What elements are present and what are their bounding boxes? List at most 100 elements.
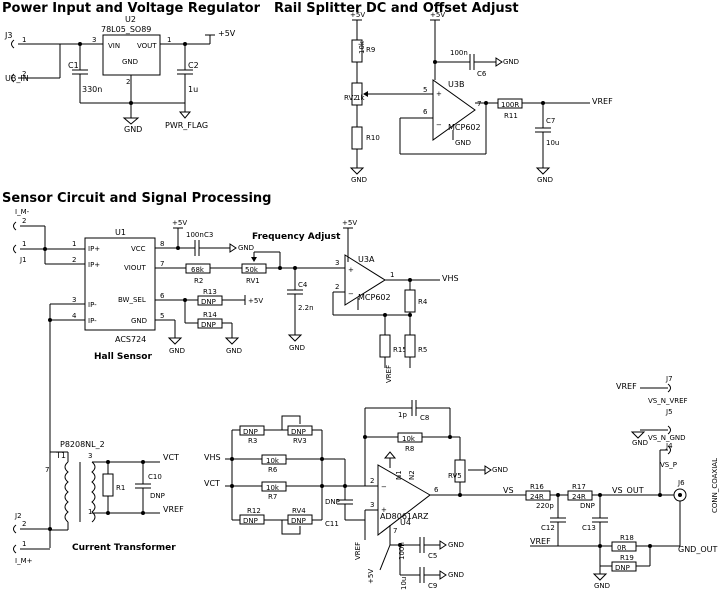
resistor-r10: [351, 126, 363, 150]
svg-text:7: 7: [160, 260, 164, 268]
resistor-r4: [404, 289, 416, 313]
svg-text:DNP: DNP: [291, 428, 306, 436]
svg-text:J1: J1: [19, 256, 27, 264]
svg-text:2: 2: [22, 70, 26, 78]
connector-j3: J3 UB_IN 1 2: [4, 31, 60, 83]
svg-text:DNP: DNP: [580, 502, 595, 510]
svg-text:VCT: VCT: [204, 479, 220, 488]
svg-text:3: 3: [88, 452, 92, 460]
svg-text:U3B: U3B: [448, 80, 464, 89]
svg-text:VHS: VHS: [204, 453, 221, 462]
svg-text:C2: C2: [188, 61, 199, 70]
svg-text:I_M+: I_M+: [15, 557, 33, 565]
svg-text:2: 2: [370, 477, 374, 485]
svg-text:J4: J4: [665, 442, 673, 450]
svg-text:50k: 50k: [245, 266, 259, 274]
power-section: J3 UB_IN 1 2 U2 78L05_SO89 VIN VOUT GND …: [4, 15, 236, 134]
svg-text:1u: 1u: [188, 85, 198, 94]
svg-text:VREF: VREF: [385, 365, 393, 383]
opamp-u4: [377, 464, 431, 537]
label-u2-part: 78L05_SO89: [101, 25, 151, 34]
svg-text:220p: 220p: [536, 502, 554, 510]
svg-text:10u: 10u: [546, 139, 559, 147]
svg-text:+: +: [348, 266, 354, 274]
svg-text:C3: C3: [204, 231, 213, 239]
svg-text:GND: GND: [238, 244, 254, 252]
hall-sensor-u1: [84, 237, 156, 331]
svg-text:R11: R11: [504, 112, 518, 120]
svg-text:GND: GND: [124, 125, 142, 134]
svg-text:R12: R12: [247, 507, 261, 515]
svg-text:R3: R3: [248, 437, 257, 445]
svg-text:DNP: DNP: [615, 564, 630, 572]
label-j3: J3: [4, 31, 12, 40]
svg-text:GND: GND: [503, 58, 519, 66]
svg-text:C11: C11: [325, 520, 339, 528]
svg-text:DNP: DNP: [243, 428, 258, 436]
svg-text:VREF: VREF: [354, 542, 362, 560]
svg-text:+: +: [381, 506, 387, 514]
svg-text:RV5: RV5: [448, 472, 462, 480]
svg-text:1k: 1k: [356, 94, 365, 102]
svg-text:VCC: VCC: [131, 245, 146, 253]
svg-text:N2: N2: [408, 470, 416, 480]
label-u2: U2: [125, 15, 136, 24]
svg-text:R15: R15: [393, 346, 407, 354]
svg-text:DNP: DNP: [201, 298, 216, 306]
svg-text:Hall Sensor: Hall Sensor: [94, 352, 152, 362]
capacitor-c1: C1 330n: [68, 61, 102, 103]
capacitor-c7: C7 10u: [535, 103, 559, 168]
transformer-primary: [64, 461, 69, 523]
label-frequency-adjust: Frequency Adjust: [252, 232, 341, 242]
rail-section: +5V R9 10k RV2 1k R10 GND + − U3B MCP602…: [344, 11, 613, 184]
svg-text:MCP602: MCP602: [448, 123, 481, 132]
svg-text:100R: 100R: [501, 101, 519, 109]
svg-text:1: 1: [22, 36, 26, 44]
svg-text:GND: GND: [537, 176, 553, 184]
resistor-r1: [102, 473, 114, 497]
svg-text:GND: GND: [351, 176, 367, 184]
svg-text:R2: R2: [194, 277, 203, 285]
svg-text:3: 3: [370, 501, 374, 509]
regulator-u2: [102, 34, 161, 76]
svg-text:J6: J6: [677, 479, 685, 487]
svg-text:+5V: +5V: [350, 11, 365, 19]
svg-text:2: 2: [22, 217, 26, 225]
svg-text:10u: 10u: [400, 577, 408, 590]
svg-text:J5: J5: [665, 408, 673, 416]
svg-text:IP+: IP+: [88, 261, 100, 269]
resistor-r18: [611, 541, 637, 552]
svg-text:GND_OUT: GND_OUT: [678, 545, 717, 554]
svg-text:C7: C7: [546, 117, 555, 125]
svg-text:100n: 100n: [398, 542, 406, 560]
svg-text:GND: GND: [448, 541, 464, 549]
svg-text:68k: 68k: [191, 266, 205, 274]
svg-text:C4: C4: [298, 281, 308, 289]
svg-text:1: 1: [22, 540, 26, 548]
svg-text:C10: C10: [148, 473, 162, 481]
svg-text:R7: R7: [268, 493, 277, 501]
svg-text:R5: R5: [418, 346, 427, 354]
svg-text:VOUT: VOUT: [137, 42, 157, 50]
svg-text:DNP: DNP: [201, 321, 216, 329]
svg-text:N1: N1: [395, 470, 403, 480]
svg-text:24R: 24R: [572, 493, 586, 501]
title-sensor: Sensor Circuit and Signal Processing: [2, 191, 271, 206]
svg-text:Current Transformer: Current Transformer: [72, 543, 176, 553]
svg-text:1: 1: [22, 240, 26, 248]
svg-text:AD8061ARZ: AD8061ARZ: [380, 512, 429, 521]
svg-text:7: 7: [45, 466, 49, 474]
svg-text:DNP: DNP: [325, 498, 340, 506]
svg-text:U3A: U3A: [358, 255, 375, 264]
svg-text:CONN_COAXIAL: CONN_COAXIAL: [711, 458, 719, 513]
svg-text:GND: GND: [131, 317, 147, 325]
svg-text:DNP: DNP: [150, 492, 165, 500]
svg-text:2: 2: [335, 283, 339, 291]
svg-text:MCP602: MCP602: [358, 293, 391, 302]
svg-text:C6: C6: [477, 70, 487, 78]
svg-text:VS_N_VREF: VS_N_VREF: [648, 397, 688, 405]
svg-text:2: 2: [72, 256, 76, 264]
svg-text:5: 5: [423, 86, 427, 94]
svg-text:RV1: RV1: [246, 277, 260, 285]
